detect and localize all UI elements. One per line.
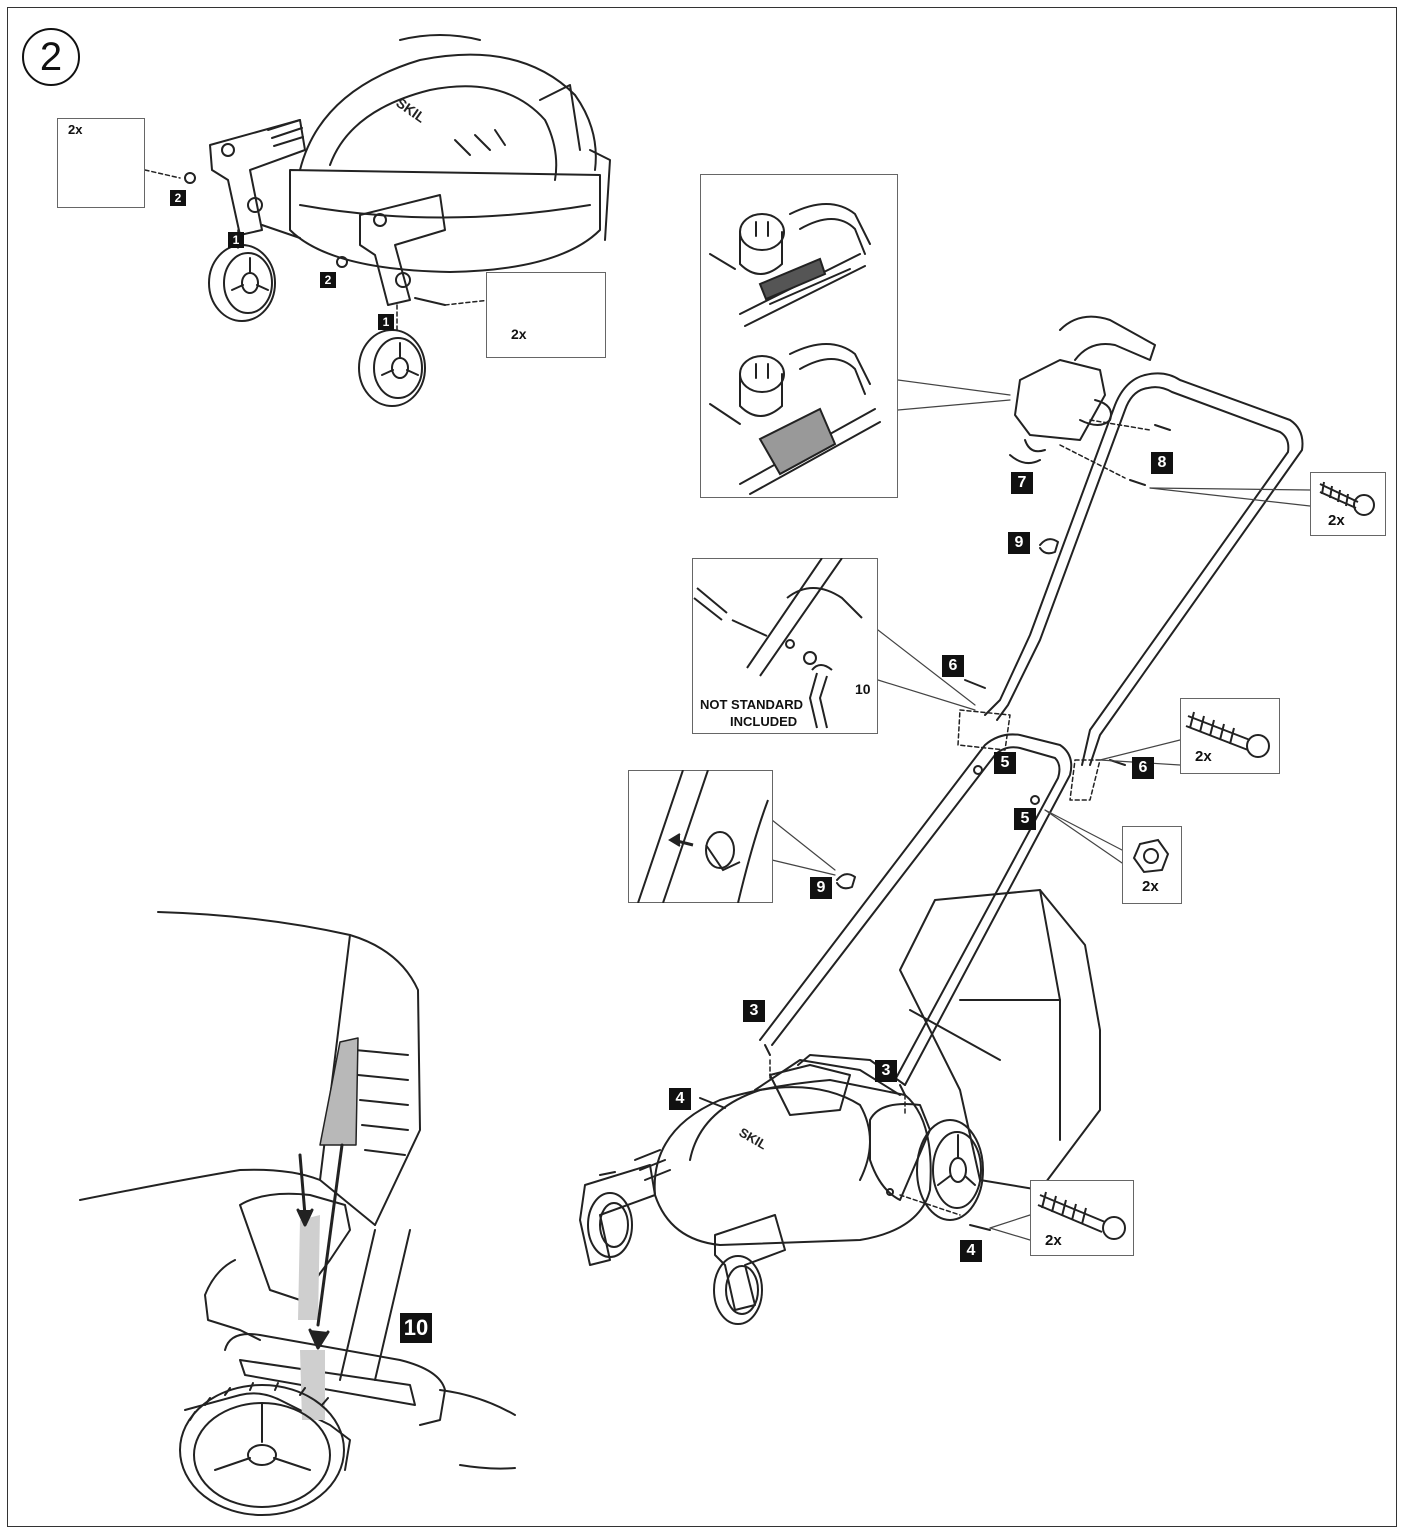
lower-handle [759, 733, 1073, 1096]
part-label-5a: 5 [994, 752, 1016, 774]
part-label-9b: 9 [810, 877, 832, 899]
part-label-1b: 1 [378, 314, 394, 330]
mower-wheel-rear [916, 1119, 984, 1221]
right-assembly-guides [769, 419, 1151, 1216]
mid-screw-art [1185, 711, 1270, 758]
top-wheel-right [358, 329, 426, 407]
part-label-10: 10 [400, 1313, 432, 1343]
wheel-bracket-right [359, 194, 446, 306]
nut-quantity: 2x [1142, 878, 1159, 895]
hook-arrows [296, 1143, 344, 1350]
switch-detail-art [709, 203, 881, 495]
bolt-detail-box [486, 272, 606, 358]
part-label-3b: 3 [875, 1060, 897, 1082]
wrench-detail-box [692, 558, 878, 734]
nut-detail-box [1122, 826, 1182, 904]
mower-wheel-front-left [587, 1192, 633, 1258]
bottom-screw-art [1037, 1191, 1126, 1240]
wrench-detail-art [693, 558, 863, 729]
part-label-2a: 2 [170, 190, 186, 206]
mower-wheel-front-right [713, 1255, 763, 1325]
bottom-screw-quantity: 2x [1045, 1232, 1062, 1249]
top-mower-deck: SKIL [289, 34, 611, 273]
part-label-5b: 5 [1014, 808, 1036, 830]
part-label-4b: 4 [960, 1240, 982, 1262]
part-label-4a: 4 [669, 1088, 691, 1110]
top-wheel-left [208, 244, 276, 322]
part-label-8: 8 [1151, 452, 1173, 474]
mid-screw-quantity: 2x [1195, 748, 1212, 765]
svg-text:SKIL: SKIL [393, 94, 429, 126]
step-number-badge: 2 [22, 28, 80, 86]
mower-body: SKIL [579, 1054, 932, 1311]
part-label-1a: 1 [228, 232, 244, 248]
upper-handle [984, 372, 1304, 766]
nut-art [1132, 838, 1170, 874]
part-label-6b: 6 [1132, 757, 1154, 779]
page-frame [7, 7, 1397, 1527]
included-label: INCLUDED [730, 714, 798, 729]
top-assembly-guides [144, 169, 491, 331]
not-standard-label: NOT STANDARD [700, 697, 804, 712]
grass-box [899, 889, 1101, 1191]
wheel-bracket-left [209, 119, 306, 236]
handle-screw-art [1319, 481, 1375, 516]
part-label-6a: 6 [942, 655, 964, 677]
knob-detail-box [57, 118, 145, 208]
part-label-3a: 3 [743, 1000, 765, 1022]
part-label-9a: 9 [1008, 532, 1030, 554]
part-label-2b: 2 [320, 272, 336, 288]
clip-detail-art [637, 770, 769, 903]
svg-text:SKIL: SKIL [737, 1125, 770, 1153]
detail-grassbox-hook [79, 911, 516, 1471]
bolt-quantity-top: 2x [511, 326, 527, 342]
knob-quantity: 2x [68, 122, 83, 137]
handle-screw-quantity: 2x [1328, 512, 1345, 529]
grey-hook-slot [298, 1037, 359, 1420]
part-label-7: 7 [1011, 472, 1033, 494]
switch-box [1009, 315, 1156, 465]
wrench-number: 10 [855, 681, 871, 697]
bottom-wheel [179, 1382, 345, 1516]
